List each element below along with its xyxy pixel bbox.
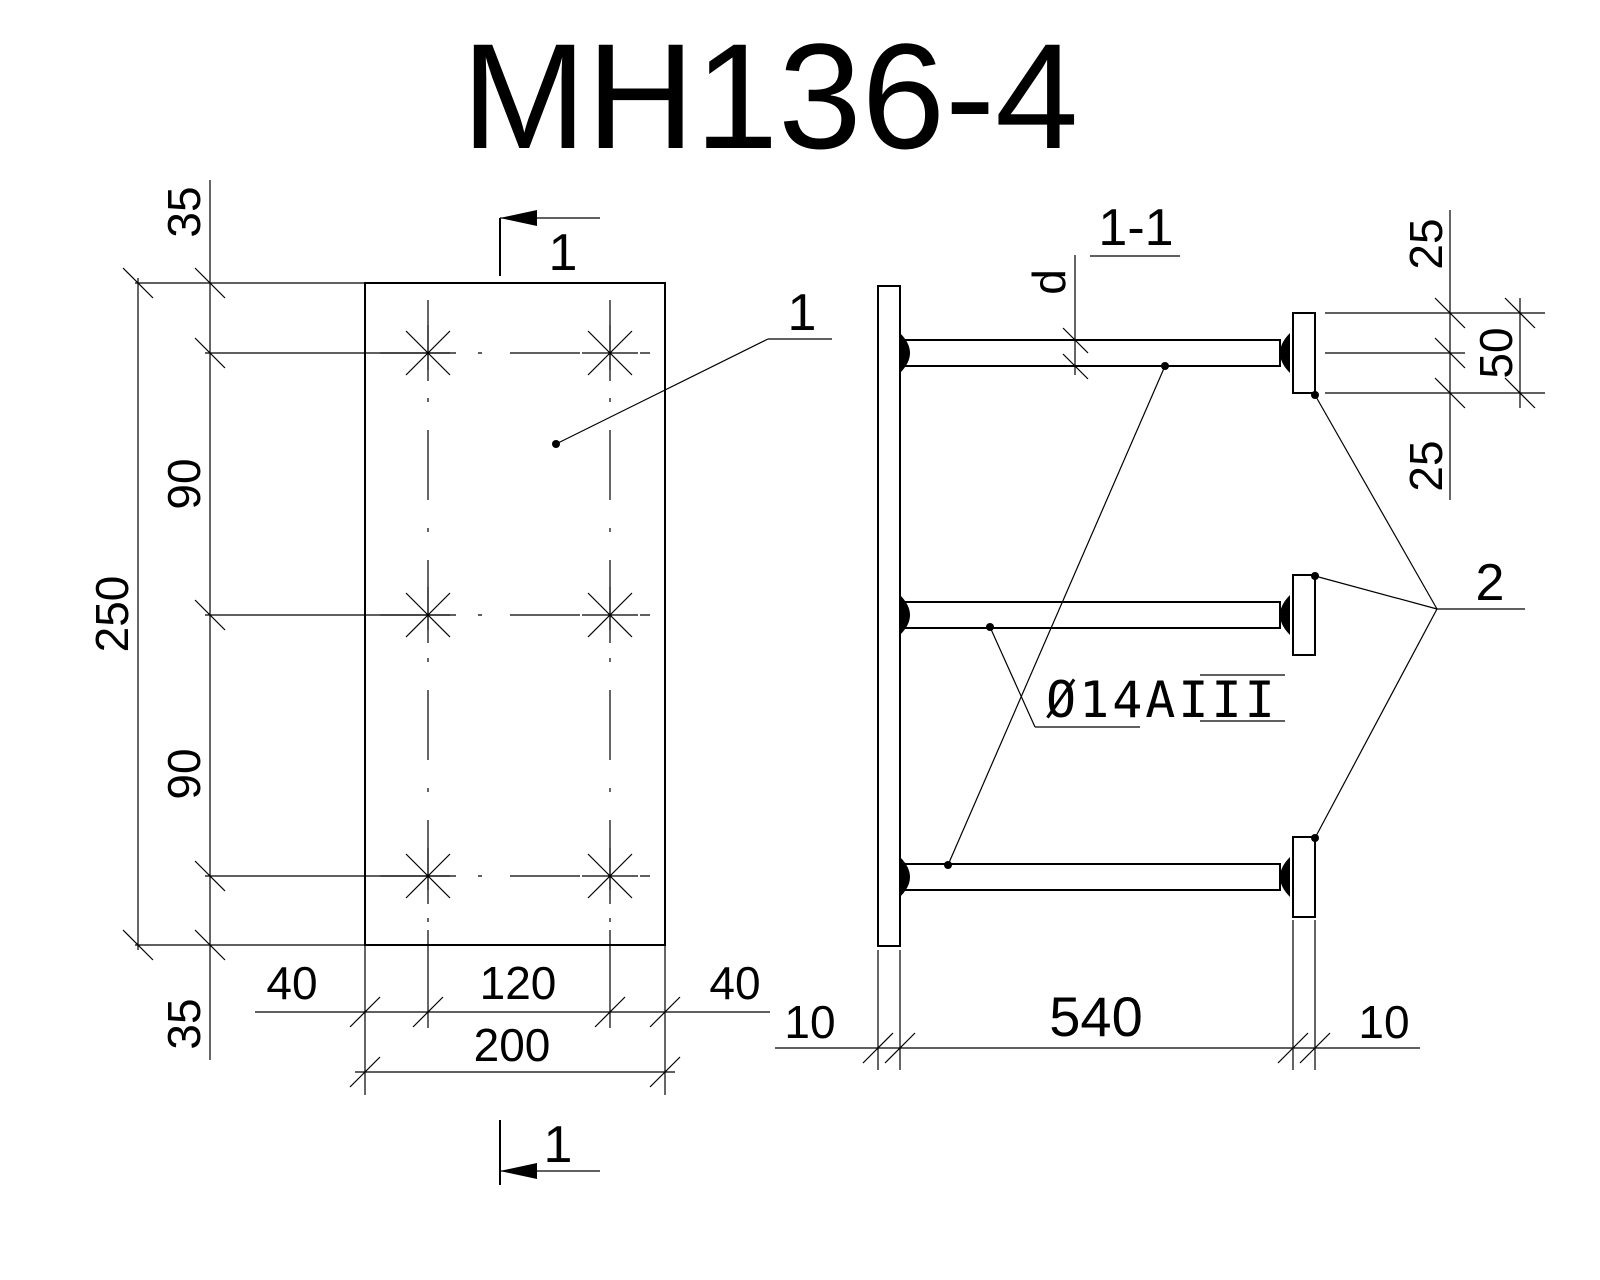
diameter-d-label: d bbox=[1023, 269, 1075, 295]
section-marker-top-label: 1 bbox=[549, 224, 578, 282]
rebar-leader: Ø14AIII bbox=[944, 362, 1285, 869]
section-bottom-dimensions bbox=[775, 920, 1420, 1070]
section-marker-bottom: 1 bbox=[499, 1116, 600, 1185]
dim-plan-upper-90: 90 bbox=[158, 458, 210, 509]
plan-view: 1 1 1 bbox=[86, 180, 832, 1185]
dim-section-left-10: 10 bbox=[784, 996, 835, 1048]
section-marker-top: 1 bbox=[499, 210, 600, 282]
dim-plan-lower-90: 90 bbox=[158, 748, 210, 799]
dim-section-length-540: 540 bbox=[1049, 985, 1142, 1048]
part-2-label: 2 bbox=[1476, 554, 1505, 612]
anchor-weld-star bbox=[582, 848, 638, 904]
anchor-bar-middle bbox=[899, 574, 1316, 656]
anchor-weld-star bbox=[400, 325, 456, 381]
dim-section-bottom-25: 25 bbox=[1400, 440, 1452, 491]
rebar-spec-class: III bbox=[1178, 671, 1277, 729]
drawing-title: MH136-4 bbox=[462, 12, 1079, 180]
dim-plan-left-40: 40 bbox=[266, 957, 317, 1009]
section-marker-bottom-label: 1 bbox=[544, 1116, 573, 1174]
dim-plan-top-35: 35 bbox=[158, 186, 210, 237]
anchor-weld-star bbox=[582, 587, 638, 643]
section-title: 1-1 bbox=[1098, 199, 1173, 257]
plate-section bbox=[877, 285, 901, 947]
dim-section-top-25: 25 bbox=[1400, 218, 1452, 269]
anchor-weld-star bbox=[400, 848, 456, 904]
dim-plan-middle-120: 120 bbox=[480, 957, 557, 1009]
part-1-label: 1 bbox=[788, 284, 817, 342]
anchor-weld-star bbox=[582, 325, 638, 381]
dim-plan-bottom-35: 35 bbox=[158, 998, 210, 1049]
diameter-d-marker bbox=[1062, 255, 1089, 380]
anchor-bar-top bbox=[899, 312, 1316, 394]
embed-plate-outline bbox=[364, 282, 666, 946]
dim-plan-right-40: 40 bbox=[709, 957, 760, 1009]
dim-plan-total-200: 200 bbox=[474, 1019, 551, 1071]
plan-vertical-dimensions bbox=[122, 180, 400, 1060]
rebar-spec-prefix: Ø14A bbox=[1046, 671, 1178, 729]
rebar-spec-label: Ø14AIII bbox=[1046, 671, 1278, 729]
section-view: 1-1 d bbox=[775, 199, 1545, 1070]
section-right-dimensions bbox=[1325, 210, 1545, 500]
part-2-leader: 2 bbox=[1311, 391, 1525, 842]
plan-horizontal-dimensions bbox=[255, 930, 770, 1095]
part-1-leader: 1 bbox=[552, 284, 832, 448]
dim-plan-total-250: 250 bbox=[86, 576, 138, 653]
anchor-bar-bottom bbox=[899, 836, 1316, 918]
dim-section-right-10: 10 bbox=[1358, 996, 1409, 1048]
anchor-weld-star bbox=[400, 587, 456, 643]
dim-section-middle-50: 50 bbox=[1470, 327, 1522, 378]
